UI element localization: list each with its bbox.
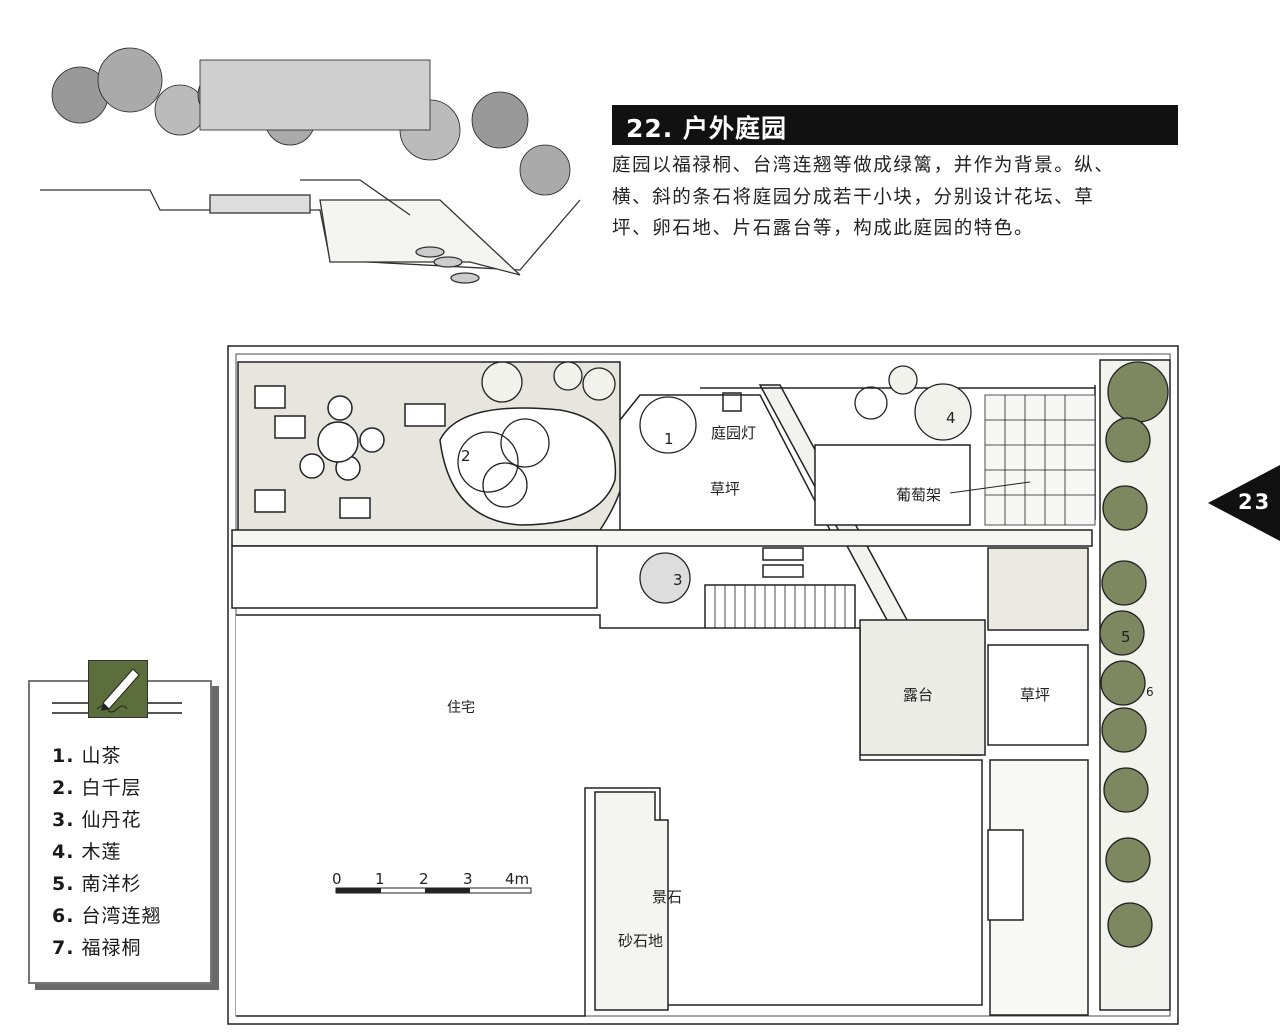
garden-lamp-symbol bbox=[722, 392, 742, 412]
plant-number: 1 bbox=[664, 430, 674, 448]
description-line: 横、斜的条石将庭园分成若干小块，分别设计花坛、草 bbox=[612, 186, 1095, 208]
page-number: 23 bbox=[1238, 490, 1272, 514]
page-tab bbox=[1208, 465, 1280, 541]
label-garden-lamp: 庭园灯 bbox=[711, 424, 756, 442]
scale-tick: 3 bbox=[463, 870, 473, 888]
scale-tick: 1 bbox=[375, 870, 385, 888]
plant-number: 3 bbox=[673, 571, 683, 589]
pencil-icon bbox=[88, 660, 148, 718]
label-grape-trellis: 葡萄架 bbox=[896, 486, 941, 504]
trees bbox=[457, 361, 972, 604]
title-bar: 22. 户外庭园 bbox=[612, 105, 1178, 145]
scale-bar: 0 1 2 3 4m bbox=[332, 870, 532, 894]
label-gravel: 砂石地 bbox=[618, 932, 663, 950]
description-line: 坪、卵石地、片石露台等，构成此庭园的特色。 bbox=[612, 218, 1035, 239]
page-title: 22. 户外庭园 bbox=[626, 114, 787, 143]
legend-item: 1. 山茶 bbox=[52, 745, 122, 767]
legend-item: 5. 南洋杉 bbox=[52, 873, 142, 895]
plant-number: 5 bbox=[1121, 628, 1131, 646]
lawn-right bbox=[987, 644, 1089, 746]
label-residence: 住宅 bbox=[447, 700, 475, 716]
trellis-leader-line bbox=[949, 481, 1031, 494]
scale-tick: 0 bbox=[332, 870, 342, 888]
plant-legend: 1. 山茶 2. 白千层 3. 仙丹花 4. 木莲 5. 南洋杉 6. 台湾连翘… bbox=[28, 660, 212, 984]
perspective-sketch bbox=[40, 47, 581, 284]
legend-item: 6. 台湾连翘 bbox=[52, 905, 162, 927]
plant-number: 2 bbox=[461, 447, 471, 465]
legend-item: 7. 福禄桐 bbox=[52, 937, 142, 959]
hedge-plants bbox=[1099, 361, 1169, 948]
label-landscape-stone: 景石 bbox=[652, 888, 682, 906]
scale-tick: 2 bbox=[419, 870, 429, 888]
plant-number: 4 bbox=[946, 409, 956, 427]
site-plan bbox=[227, 345, 1179, 1025]
label-lawn-right: 草坪 bbox=[1020, 686, 1050, 704]
wood-deck bbox=[714, 585, 846, 630]
plant-number: 6 bbox=[1146, 685, 1154, 699]
description: 庭园以福禄桐、台湾连翘等做成绿篱，并作为背景。纵、 横、斜的条石将庭园分成若干小… bbox=[612, 150, 1192, 245]
legend-item: 2. 白千层 bbox=[52, 777, 142, 799]
label-lawn-top: 草坪 bbox=[710, 480, 740, 498]
legend-item: 4. 木莲 bbox=[52, 841, 122, 863]
description-line: 庭园以福禄桐、台湾连翘等做成绿篱，并作为背景。纵、 bbox=[612, 155, 1115, 176]
residence bbox=[236, 614, 983, 1017]
gravel-ground bbox=[594, 791, 669, 1011]
label-terrace: 露台 bbox=[903, 686, 933, 704]
legend-item: 3. 仙丹花 bbox=[52, 809, 142, 831]
scale-tick: 4m bbox=[505, 870, 529, 888]
